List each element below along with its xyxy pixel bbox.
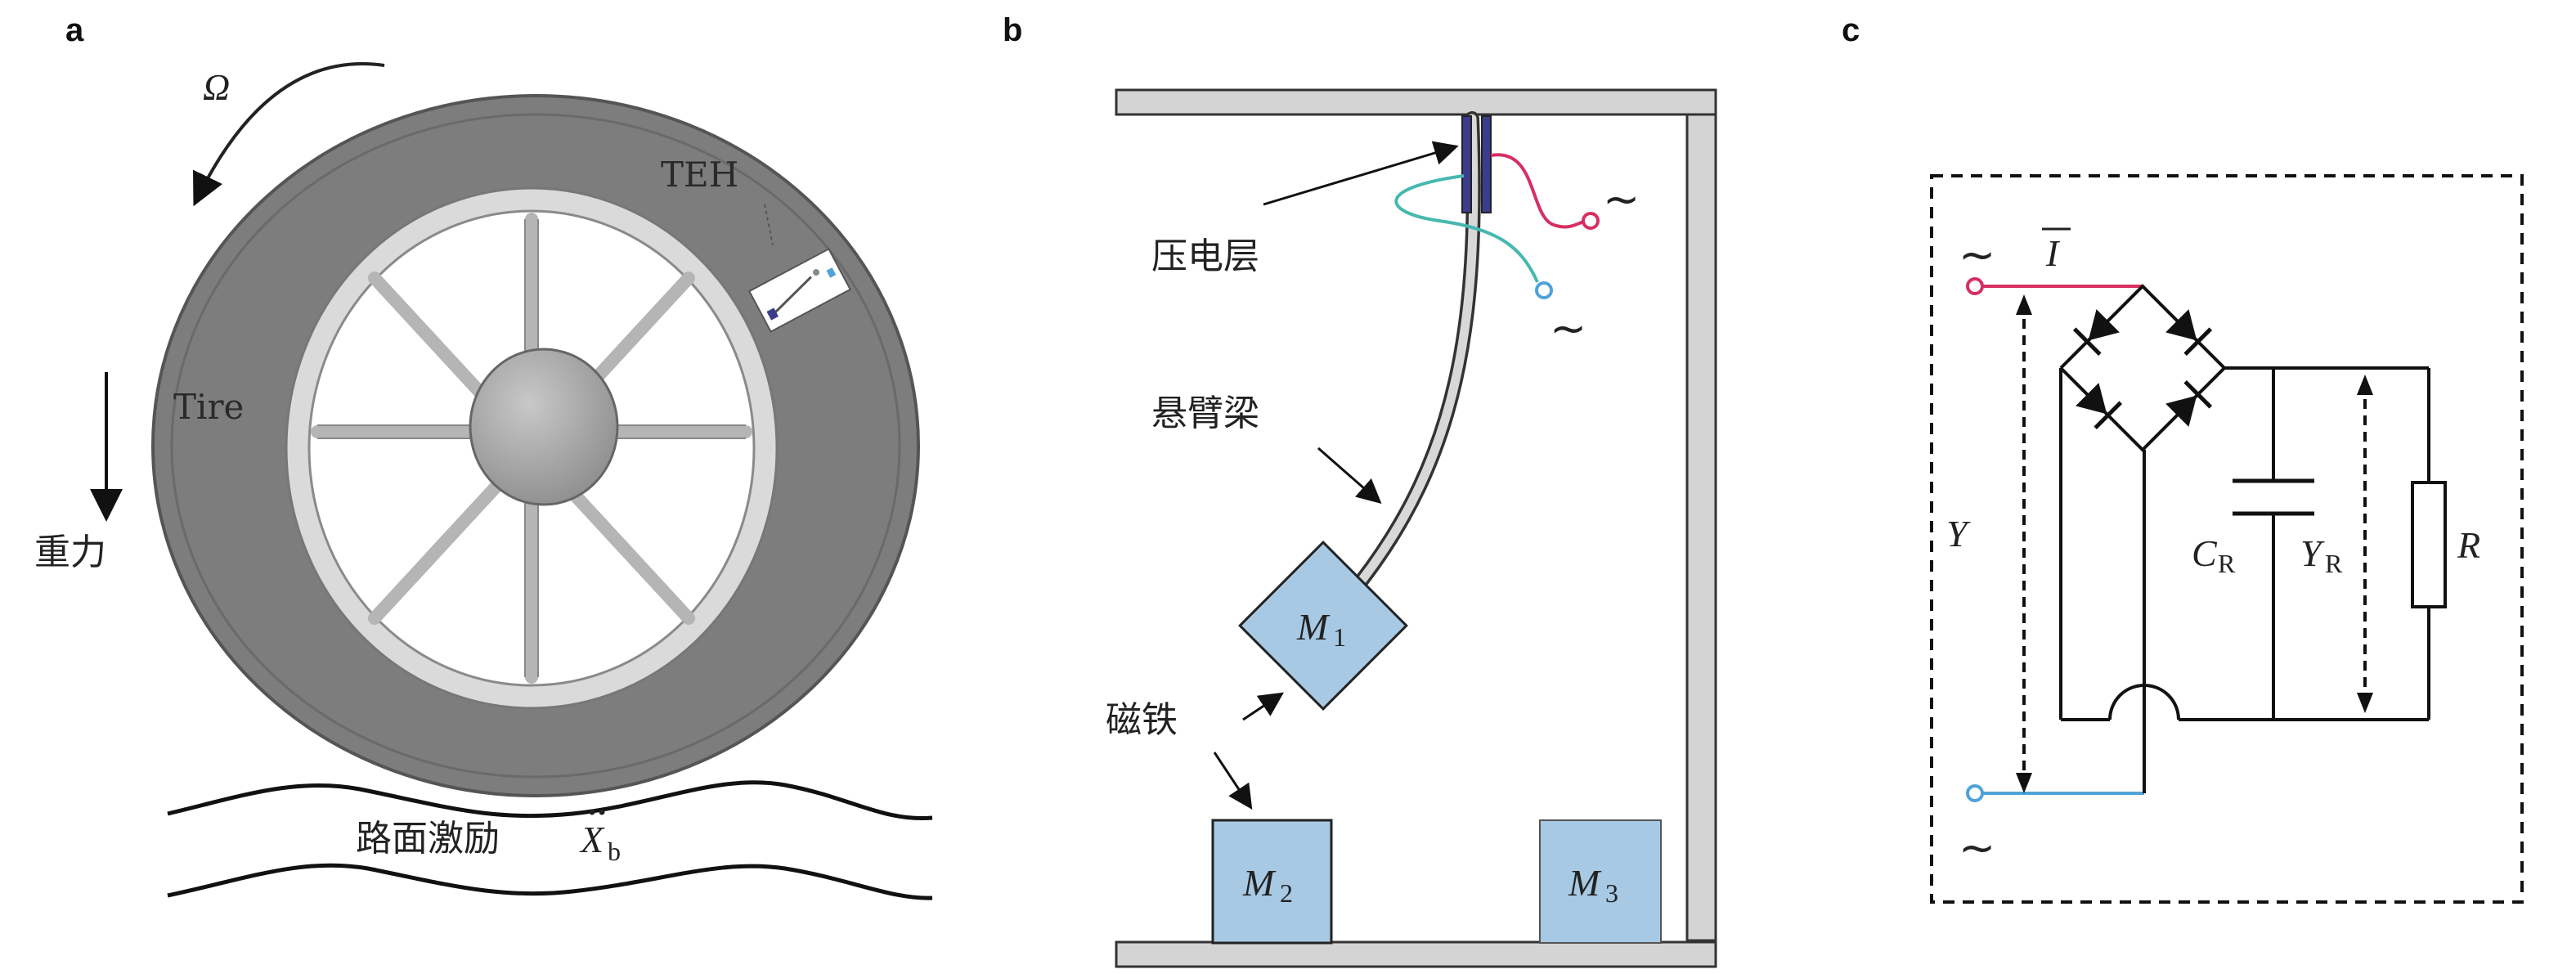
piezo-arrow-icon bbox=[1263, 141, 1459, 206]
bridge-rectifier bbox=[2059, 284, 2227, 452]
road-acceleration-symbol: X b bbox=[579, 809, 621, 866]
lead-wire-red bbox=[1490, 153, 1587, 229]
piezo-layer-left bbox=[1461, 115, 1472, 213]
diode-3-icon bbox=[2076, 383, 2123, 430]
road-profile-bottom bbox=[167, 863, 933, 900]
ac-input-symbol-top: ~ bbox=[1959, 229, 1995, 281]
road-profile-top bbox=[167, 780, 933, 821]
svg-text:Y: Y bbox=[2300, 532, 2325, 574]
panel-a: a Ω 重力 bbox=[34, 12, 933, 900]
teh-device bbox=[747, 248, 852, 333]
hub bbox=[469, 348, 619, 506]
teh-label: TEH bbox=[661, 155, 738, 195]
voltage-yr-label: Y R bbox=[2300, 532, 2343, 578]
svg-text:R: R bbox=[2325, 549, 2343, 578]
panel-a-letter: a bbox=[65, 12, 84, 48]
tire-label: Tire bbox=[173, 387, 244, 427]
resistor-label: R bbox=[2457, 524, 2480, 566]
voltage-y-label: Y bbox=[1946, 513, 1971, 554]
ac-symbol-1: ~ bbox=[1603, 173, 1640, 225]
panel-c: c ~ ~ I Y bbox=[1842, 12, 2524, 904]
circuit-wires bbox=[2059, 366, 2430, 793]
frame-bottom bbox=[1115, 940, 1717, 968]
svg-text:M: M bbox=[1568, 862, 1602, 904]
svg-text:M: M bbox=[1242, 862, 1277, 904]
circuit-boundary bbox=[1930, 174, 2524, 904]
ac-input-symbol-bottom: ~ bbox=[1959, 822, 1995, 873]
piezo-layer-right bbox=[1481, 115, 1492, 213]
mass-m3: M 3 bbox=[1539, 819, 1662, 944]
magnet-arrow-m2-icon bbox=[1213, 752, 1253, 810]
svg-text:2: 2 bbox=[1280, 878, 1293, 908]
magnet-label: 磁铁 bbox=[1106, 699, 1178, 741]
svg-text:X: X bbox=[579, 819, 605, 860]
svg-text:3: 3 bbox=[1605, 878, 1618, 908]
panel-b: b ~ ~ 压电层 悬臂梁 M 1 磁铁 bbox=[1003, 12, 1717, 968]
piezo-layer-label: 压电层 bbox=[1151, 236, 1259, 277]
cantilever-beam-label: 悬臂梁 bbox=[1151, 393, 1259, 434]
svg-text:M: M bbox=[1296, 606, 1331, 648]
rotation-arrow-icon bbox=[193, 62, 385, 207]
diode-1-icon bbox=[2072, 309, 2120, 357]
diode-4-icon bbox=[2165, 379, 2213, 427]
svg-text:C: C bbox=[2192, 532, 2218, 574]
terminal-bottom-icon bbox=[1966, 784, 1984, 802]
tire-inner-edge bbox=[170, 113, 901, 779]
capacitor-icon bbox=[2233, 478, 2314, 516]
resistor-icon bbox=[2411, 481, 2447, 608]
ac-symbol-2: ~ bbox=[1550, 303, 1586, 354]
frame-top bbox=[1115, 88, 1717, 116]
svg-text:I: I bbox=[2045, 232, 2061, 274]
svg-text:1: 1 bbox=[1333, 622, 1346, 652]
lead-wire-cyan bbox=[1394, 174, 1539, 283]
terminal-blue-icon bbox=[1535, 281, 1553, 299]
cantilever-beam bbox=[1354, 111, 1481, 588]
beam-arrow-icon bbox=[1317, 447, 1382, 504]
mass-m1: M 1 bbox=[1238, 541, 1408, 711]
panel-b-letter: b bbox=[1003, 12, 1022, 48]
frame-right bbox=[1685, 113, 1717, 942]
terminal-red-icon bbox=[1582, 212, 1600, 230]
svg-text:R: R bbox=[2218, 549, 2236, 578]
current-symbol: I bbox=[2042, 227, 2071, 274]
diode-2-icon bbox=[2165, 309, 2213, 357]
gravity-label: 重力 bbox=[34, 532, 106, 573]
omega-label: Ω bbox=[203, 66, 230, 108]
svg-text:b: b bbox=[608, 837, 621, 866]
panel-c-letter: c bbox=[1842, 12, 1860, 48]
teh-pointer-icon bbox=[764, 204, 774, 246]
capacitor-label: C R bbox=[2192, 532, 2236, 578]
magnet-arrow-m1-icon bbox=[1242, 692, 1284, 721]
terminal-top-icon bbox=[1966, 277, 1984, 295]
mass-m2: M 2 bbox=[1211, 819, 1333, 945]
road-excitation-label: 路面激励 bbox=[356, 818, 500, 860]
